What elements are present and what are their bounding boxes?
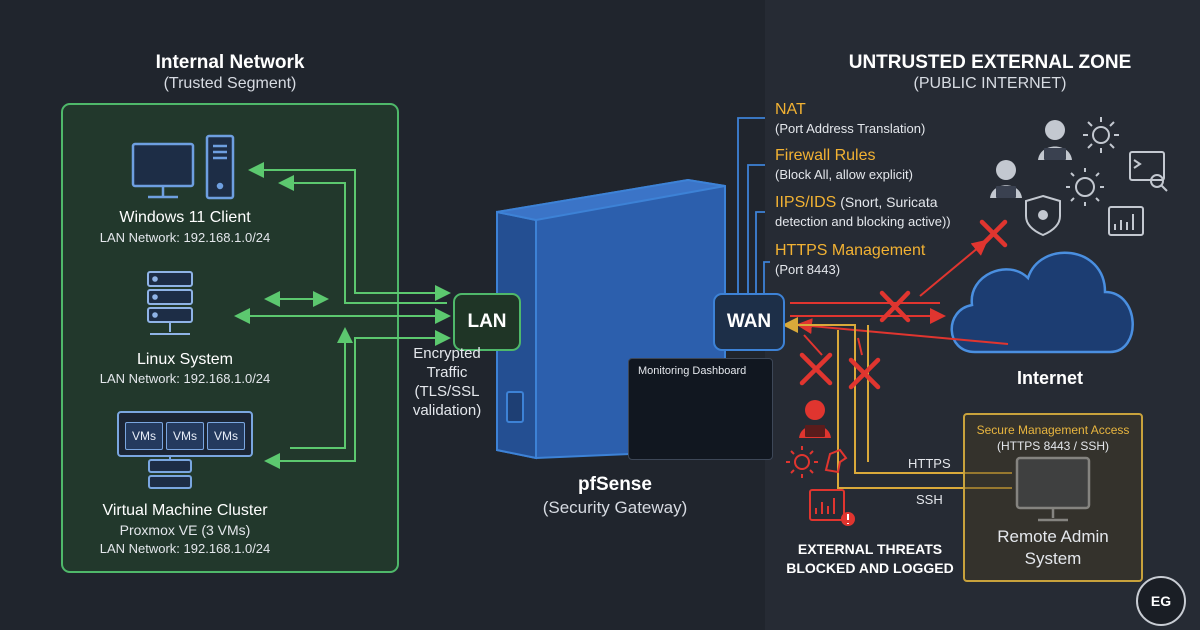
brand-logo: EG bbox=[1136, 576, 1186, 626]
feature-desc-firewall: (Block All, allow explicit) bbox=[775, 167, 913, 182]
hacker-icon bbox=[1038, 120, 1072, 160]
device-name-linux: Linux System bbox=[136, 351, 234, 368]
analytics-chart-icon bbox=[1108, 206, 1144, 236]
device-network-windows: LAN Network: 192.168.1.0/24 bbox=[99, 230, 271, 245]
connection-line-windows bbox=[248, 162, 451, 301]
device-name-cluster: Virtual Machine Cluster bbox=[102, 502, 268, 519]
encrypted-traffic-line: validation) bbox=[412, 402, 482, 419]
remote-admin-monitor-icon bbox=[1015, 456, 1091, 522]
remote-admin-label-line: System bbox=[1024, 549, 1082, 568]
red-alert-chart-icon bbox=[809, 489, 855, 526]
connection-line-cluster bbox=[264, 330, 451, 469]
feature-desc-https: (Port 8443) bbox=[775, 262, 841, 277]
encrypted-traffic-line: Encrypted bbox=[413, 345, 481, 362]
wan-interface-badge: WAN bbox=[713, 293, 785, 351]
connection-line-cluster-return bbox=[290, 327, 353, 449]
secure-management-panel: Secure Management Access (HTTPS 8443 / S… bbox=[963, 413, 1143, 582]
internal-zone-subtitle: (Trusted Segment) bbox=[163, 75, 297, 92]
encrypted-traffic-note: Encrypted Traffic (TLS/SSL validation) bbox=[402, 344, 492, 420]
shield-bug-icon bbox=[1025, 194, 1061, 237]
connection-line-windows-return bbox=[278, 175, 447, 304]
lan-interface-badge: LAN bbox=[453, 293, 521, 351]
internet-label: Internet bbox=[1016, 368, 1083, 388]
gateway-subtitle: (Security Gateway) bbox=[542, 498, 688, 517]
red-trojan-icon bbox=[824, 448, 848, 474]
internet-cloud-icon bbox=[950, 251, 1134, 354]
remote-admin-label-line: Remote Admin bbox=[997, 527, 1109, 546]
external-zone-subtitle: (PUBLIC INTERNET) bbox=[913, 75, 1067, 92]
blocked-x-mark bbox=[799, 352, 833, 386]
blocked-x-mark bbox=[879, 290, 911, 323]
red-hacker-icon bbox=[799, 400, 831, 438]
blocked-x-marks bbox=[799, 219, 1008, 390]
feature-title-firewall: Firewall Rules bbox=[775, 147, 876, 164]
bug-icon bbox=[1066, 168, 1104, 206]
feature-title-https: HTTPS Management bbox=[775, 242, 926, 259]
virus-icon bbox=[1083, 117, 1119, 153]
gateway-name: pfSense bbox=[578, 474, 652, 495]
feature-title-nat: NAT bbox=[775, 101, 806, 118]
dashboard-title: Monitoring Dashboard bbox=[638, 365, 747, 377]
desktop-computer-icon bbox=[131, 134, 235, 200]
device-network-cluster: LAN Network: 192.168.1.0/24 bbox=[99, 541, 271, 556]
external-zone-title: UNTRUSTED EXTERNAL ZONE bbox=[848, 52, 1132, 73]
red-virus-icon bbox=[786, 446, 818, 478]
threats-caption: EXTERNAL THREATS BLOCKED AND LOGGED bbox=[770, 540, 970, 578]
vm-box: VMs bbox=[166, 422, 204, 450]
server-stack-icon bbox=[147, 271, 193, 335]
terminal-search-icon bbox=[1129, 151, 1168, 192]
secure-access-subtitle: (HTTPS 8443 / SSH) bbox=[996, 439, 1110, 453]
secure-access-title: Secure Management Access bbox=[976, 423, 1130, 437]
encrypted-traffic-line: Traffic bbox=[426, 364, 468, 381]
device-network-linux: LAN Network: 192.168.1.0/24 bbox=[99, 371, 271, 386]
feature-desc-ips: detection and blocking active)) bbox=[775, 214, 951, 229]
feature-title-ips-suffix: (Snort, Suricata bbox=[836, 194, 938, 210]
https-line-label: HTTPS bbox=[908, 456, 951, 471]
blocked-x-mark bbox=[979, 219, 1008, 248]
monitoring-dashboard: Monitoring Dashboard bbox=[628, 358, 773, 460]
vm-box: VMs bbox=[125, 422, 163, 450]
management-access-lines bbox=[782, 317, 1012, 489]
feature-title-ips: IIPS/IDS bbox=[775, 194, 837, 211]
device-name-windows: Windows 11 Client bbox=[119, 209, 251, 226]
threats-caption-line: BLOCKED AND LOGGED bbox=[786, 560, 954, 576]
feature-connectors bbox=[737, 117, 770, 293]
feature-ips: IIPS/IDS (Snort, Suricata bbox=[775, 194, 938, 212]
blocked-x-mark bbox=[848, 357, 881, 390]
hacker-icon bbox=[990, 160, 1022, 198]
vm-box: VMs bbox=[207, 422, 245, 450]
threats-caption-line: EXTERNAL THREATS bbox=[797, 541, 943, 557]
internal-zone-title: Internal Network bbox=[155, 52, 305, 73]
ssh-line-label: SSH bbox=[916, 492, 943, 507]
feature-desc-nat: (Port Address Translation) bbox=[775, 121, 926, 136]
blocked-traffic-arrows bbox=[790, 239, 1009, 356]
device-detail-cluster: Proxmox VE (3 VMs) bbox=[119, 522, 251, 538]
encrypted-traffic-line: (TLS/SSL bbox=[414, 383, 480, 400]
